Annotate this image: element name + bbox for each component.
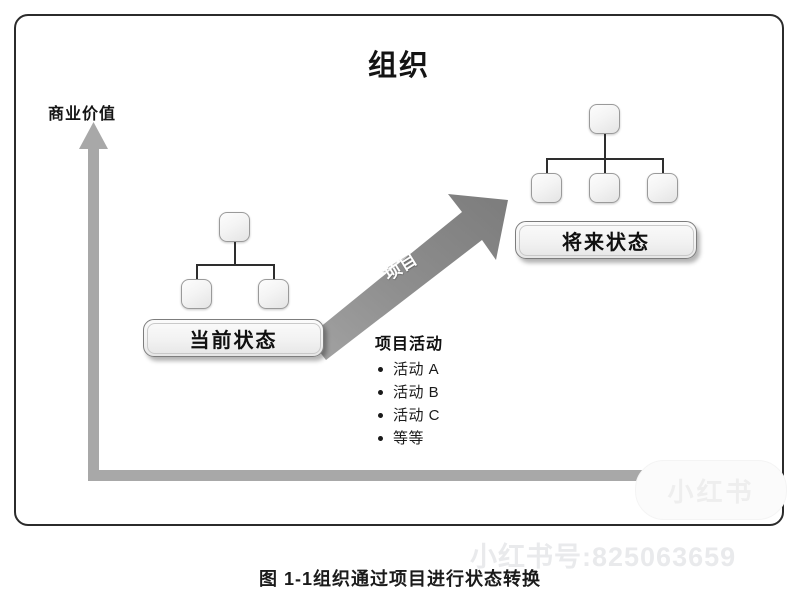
org-connector-vertical bbox=[234, 242, 236, 264]
page-title: 组织 bbox=[367, 50, 430, 82]
figure-frame: 组织 商业价值 项目 bbox=[14, 14, 787, 526]
future-state-org-chart bbox=[529, 104, 681, 204]
list-item: 等等 bbox=[375, 427, 565, 450]
org-node-child bbox=[647, 173, 678, 203]
watermark-logo: 小红书 bbox=[635, 460, 787, 520]
y-axis-label: 商业价值 bbox=[48, 106, 117, 123]
bullet-icon bbox=[378, 367, 383, 372]
activity-label: 等等 bbox=[393, 430, 425, 447]
org-connector-branch-middle bbox=[604, 158, 606, 174]
y-axis bbox=[79, 122, 108, 481]
activity-label: 活动 C bbox=[393, 407, 441, 424]
org-node-root bbox=[589, 104, 620, 134]
org-node-root bbox=[219, 212, 250, 242]
watermark-logo-text: 小红书 bbox=[667, 476, 755, 507]
bullet-icon bbox=[378, 390, 383, 395]
current-state-label: 当前状态 bbox=[189, 329, 278, 352]
org-connector-branch-left bbox=[196, 264, 198, 280]
activity-label: 活动 A bbox=[393, 361, 440, 378]
bullet-icon bbox=[378, 436, 383, 441]
project-activities-title: 项目活动 bbox=[375, 336, 444, 353]
x-axis bbox=[88, 470, 663, 481]
list-item: 活动 B bbox=[375, 381, 565, 404]
activity-label: 活动 B bbox=[393, 384, 440, 401]
org-connector-horizontal bbox=[196, 264, 274, 266]
org-node-child bbox=[258, 279, 289, 309]
current-state-org-chart bbox=[176, 212, 294, 310]
bullet-icon bbox=[378, 413, 383, 418]
transition-arrow-label: 项目 bbox=[380, 249, 422, 285]
list-item: 活动 A bbox=[375, 358, 565, 381]
org-node-child bbox=[589, 173, 620, 203]
org-connector-branch-right bbox=[662, 158, 664, 174]
org-connector-vertical bbox=[604, 134, 606, 158]
org-node-child bbox=[531, 173, 562, 203]
future-state-label: 将来状态 bbox=[562, 231, 650, 254]
org-node-child bbox=[181, 279, 212, 309]
org-connector-branch-left bbox=[546, 158, 548, 174]
figure-caption: 图 1-1组织通过项目进行状态转换 bbox=[258, 569, 541, 589]
current-state-box[interactable]: 当前状态 bbox=[143, 319, 324, 357]
list-item: 活动 C bbox=[375, 404, 565, 427]
org-connector-branch-right bbox=[273, 264, 275, 280]
future-state-box[interactable]: 将来状态 bbox=[515, 221, 697, 259]
project-activities-block: 项目活动 活动 A 活动 B 活动 C 等等 bbox=[375, 330, 565, 450]
